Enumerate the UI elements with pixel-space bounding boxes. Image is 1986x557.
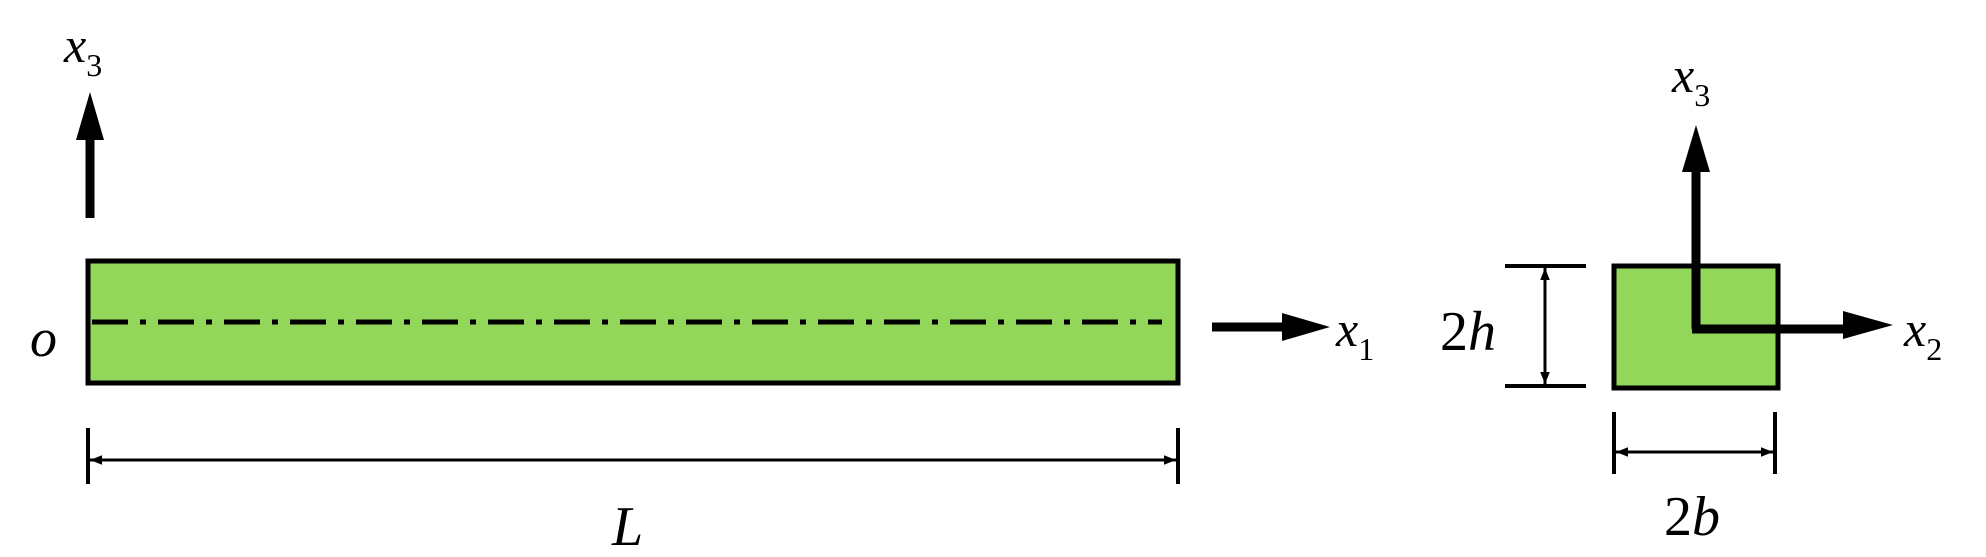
length-dimension — [86, 428, 1180, 484]
beam-x3-axis-label: x3 — [63, 17, 102, 83]
section-x2-axis-label: x2 — [1903, 301, 1942, 367]
beam-side-view: x3 o x1 L — [30, 17, 1374, 557]
section-x3-axis-arrow — [1682, 125, 1710, 329]
section-x3-axis-label: x3 — [1671, 47, 1710, 113]
length-label: L — [611, 496, 643, 557]
height-dimension — [1505, 264, 1586, 388]
beam-x1-axis-label: x1 — [1335, 301, 1374, 367]
width-label: 2b — [1664, 486, 1720, 548]
cross-section-view: 2h 2b x3 x2 — [1440, 47, 1942, 548]
height-label: 2h — [1440, 301, 1496, 363]
width-dimension — [1612, 412, 1777, 474]
origin-label: o — [30, 308, 57, 368]
section-x2-axis-arrow — [1692, 311, 1893, 339]
beam-x1-axis-arrow — [1212, 313, 1330, 341]
beam-x3-axis-arrow — [76, 92, 104, 218]
